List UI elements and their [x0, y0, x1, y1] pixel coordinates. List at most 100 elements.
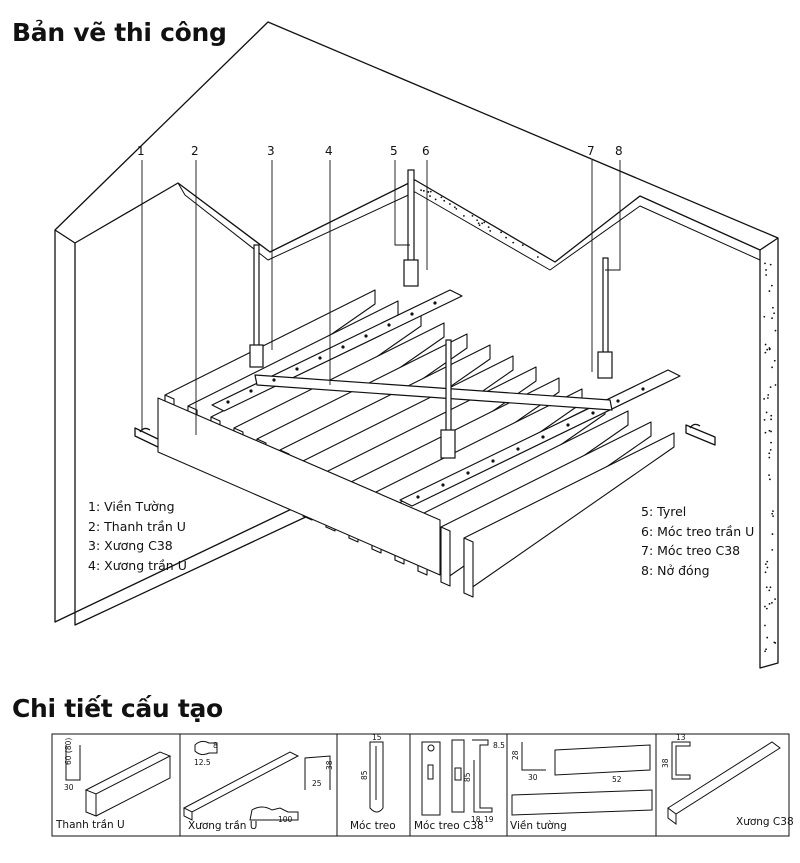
wall-angle-right [685, 424, 716, 446]
speckle [768, 478, 771, 481]
speckle [764, 650, 766, 653]
rail-slot [566, 423, 570, 427]
hanger-clip [440, 429, 456, 459]
speckle [768, 348, 771, 351]
speckle [765, 607, 768, 610]
speckle [505, 236, 507, 239]
rail-slot [318, 356, 322, 360]
speckle [763, 398, 765, 400]
speckle [770, 430, 772, 433]
panel-label-u-carrier: Xương trần U [188, 820, 258, 832]
speckle [771, 512, 774, 515]
speckle [481, 222, 484, 225]
speckle [471, 215, 474, 217]
dim-text: 8 [213, 741, 218, 750]
speckle [770, 414, 773, 417]
rail-slot [433, 301, 437, 305]
threaded-rod [253, 244, 260, 361]
speckle [768, 474, 770, 477]
page-title: Bản vẽ thi công [12, 18, 227, 47]
speckle [764, 571, 767, 574]
speckle [771, 317, 773, 320]
wall-angle-left [134, 427, 161, 449]
callout-6: 6 [422, 144, 430, 158]
speckle [478, 224, 481, 227]
speckle [770, 284, 773, 287]
speckle [766, 566, 769, 569]
speckle [765, 411, 768, 414]
speckle [477, 222, 480, 225]
panel-label-u-panel: Thanh trần U [56, 819, 125, 831]
callout-4: 4 [325, 144, 333, 158]
speckle [768, 429, 771, 432]
dim-text: 38 [325, 760, 334, 770]
speckle [521, 244, 524, 247]
rail-slot [491, 459, 495, 463]
panel-label-c38: Xương C38 [736, 816, 794, 828]
dim-text: 38 [661, 758, 670, 768]
speckle [773, 359, 776, 362]
u-slat-end [440, 526, 451, 587]
speckle [768, 589, 771, 592]
speckle [463, 215, 465, 217]
dim-text: 52 [612, 775, 622, 784]
speckle [764, 343, 767, 346]
speckle [443, 199, 446, 202]
speckle [771, 366, 773, 369]
speckle [455, 207, 458, 210]
speckle [766, 636, 769, 639]
rail-slot [616, 399, 620, 403]
callout-5: 5 [390, 144, 398, 158]
u-carrier-detail [182, 740, 331, 821]
construction-drawing [54, 21, 779, 669]
speckle [487, 226, 490, 229]
speckle [429, 195, 431, 197]
hanger-rods [249, 169, 613, 459]
u-slat-front-face [157, 397, 441, 576]
panel-label-hanger: Móc treo [350, 820, 396, 832]
speckle [764, 605, 766, 608]
rail-slots [226, 301, 645, 499]
speckle [768, 290, 771, 292]
speckle [765, 586, 768, 589]
speckle [771, 533, 774, 535]
speckle [765, 274, 768, 276]
hanger-clip [403, 259, 419, 287]
speckle [427, 191, 430, 193]
panel-label-wall-angle: Viền tường [510, 820, 567, 832]
speckle [764, 351, 767, 354]
speckle [449, 203, 451, 205]
speckle [420, 189, 422, 192]
speckle [768, 347, 771, 349]
speckle [766, 397, 769, 399]
dim-text: 30 [64, 783, 74, 792]
dim-text: 85 [360, 770, 369, 780]
rail-slot [295, 367, 299, 371]
speckle [774, 329, 777, 332]
speckle [768, 452, 771, 455]
dim-text: 19 [484, 815, 494, 824]
speckle [422, 189, 425, 192]
speckle [773, 312, 776, 315]
dim-text: 15 [372, 733, 382, 742]
speckle [769, 263, 772, 266]
legend-item: 2: Thanh trần U [88, 518, 186, 534]
callout-3: 3 [267, 144, 275, 158]
legend-item: 7: Móc treo C38 [641, 543, 741, 558]
speckle [766, 348, 769, 351]
legend-item: 6: Móc treo trần U [641, 523, 755, 539]
speckle [765, 269, 767, 271]
speckle [429, 190, 432, 193]
speckle [772, 515, 775, 518]
speckle [489, 230, 492, 232]
threaded-rod [445, 339, 452, 441]
rail-slot [341, 345, 345, 349]
rail-slot [541, 435, 545, 439]
u-ceiling-panels [157, 289, 675, 598]
speckle [774, 384, 777, 386]
concrete-texture [420, 189, 777, 653]
rail-slot [387, 323, 391, 327]
speckle [773, 641, 776, 644]
callout-8: 8 [615, 144, 623, 158]
speckle [771, 601, 773, 604]
